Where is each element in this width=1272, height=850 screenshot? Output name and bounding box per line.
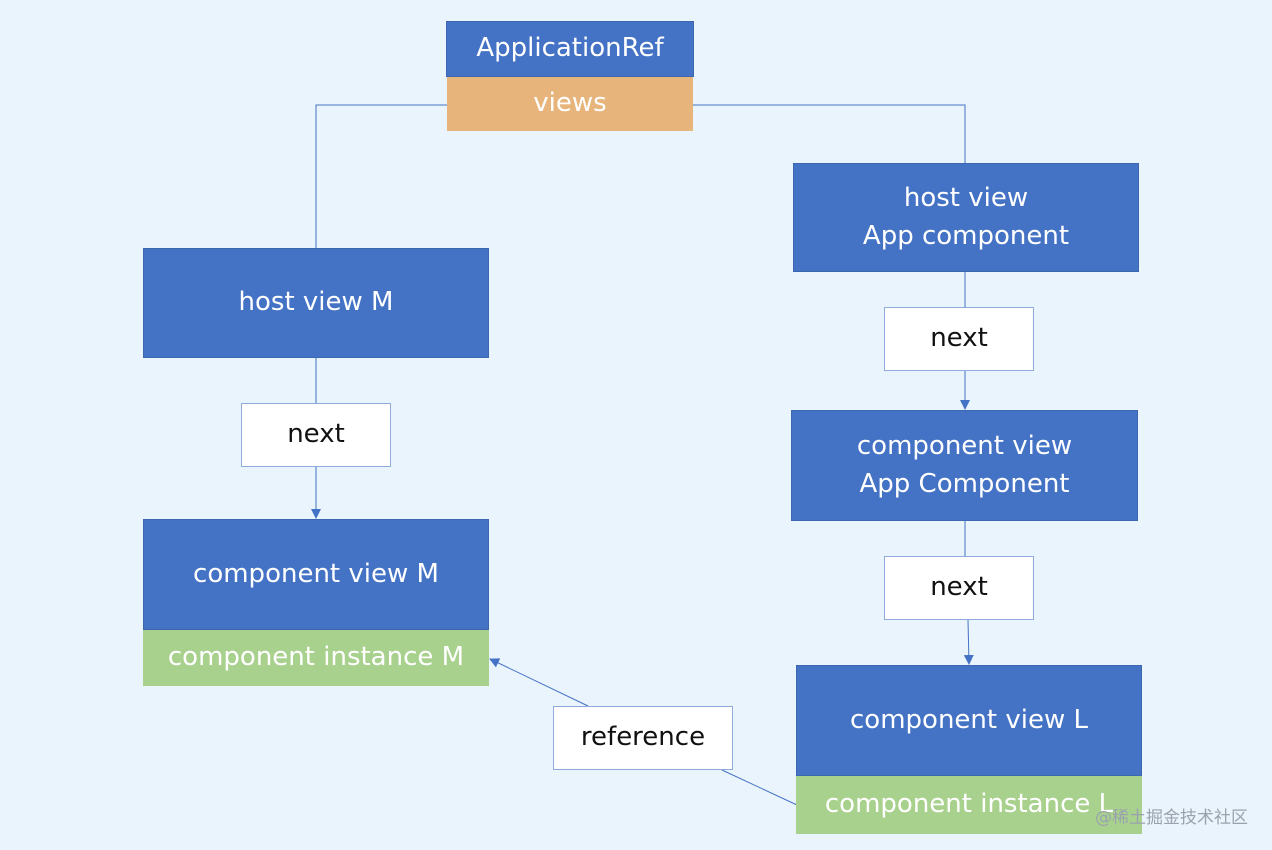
connector-views-to-host-view-m bbox=[315, 104, 447, 248]
component-view-l-box: component view L bbox=[796, 665, 1142, 776]
application-ref-box: ApplicationRef bbox=[446, 21, 694, 77]
connector-instance-l-to-reference bbox=[721, 769, 798, 806]
component-view-m-box: component view M bbox=[143, 519, 489, 630]
watermark: @稀土掘金技术社区 bbox=[1095, 808, 1248, 828]
component-instance-l-box: component instance L bbox=[796, 776, 1142, 834]
arrow-next-to-component-view-l bbox=[963, 619, 974, 665]
component-instance-m-box: component instance M bbox=[143, 630, 489, 686]
component-view-app-component-box: component view App Component bbox=[791, 410, 1138, 521]
connector-views-to-host-view-app bbox=[693, 104, 966, 163]
host-view-app-component-box: host view App component bbox=[793, 163, 1139, 272]
views-box: views bbox=[447, 77, 693, 131]
arrow-reference-to-instance-m bbox=[489, 658, 589, 707]
reference-label: reference bbox=[553, 706, 733, 770]
next-label-right-2: next bbox=[884, 556, 1034, 620]
next-label-left: next bbox=[241, 403, 391, 467]
host-view-m-box: host view M bbox=[143, 248, 489, 358]
next-label-right-1: next bbox=[884, 307, 1034, 371]
